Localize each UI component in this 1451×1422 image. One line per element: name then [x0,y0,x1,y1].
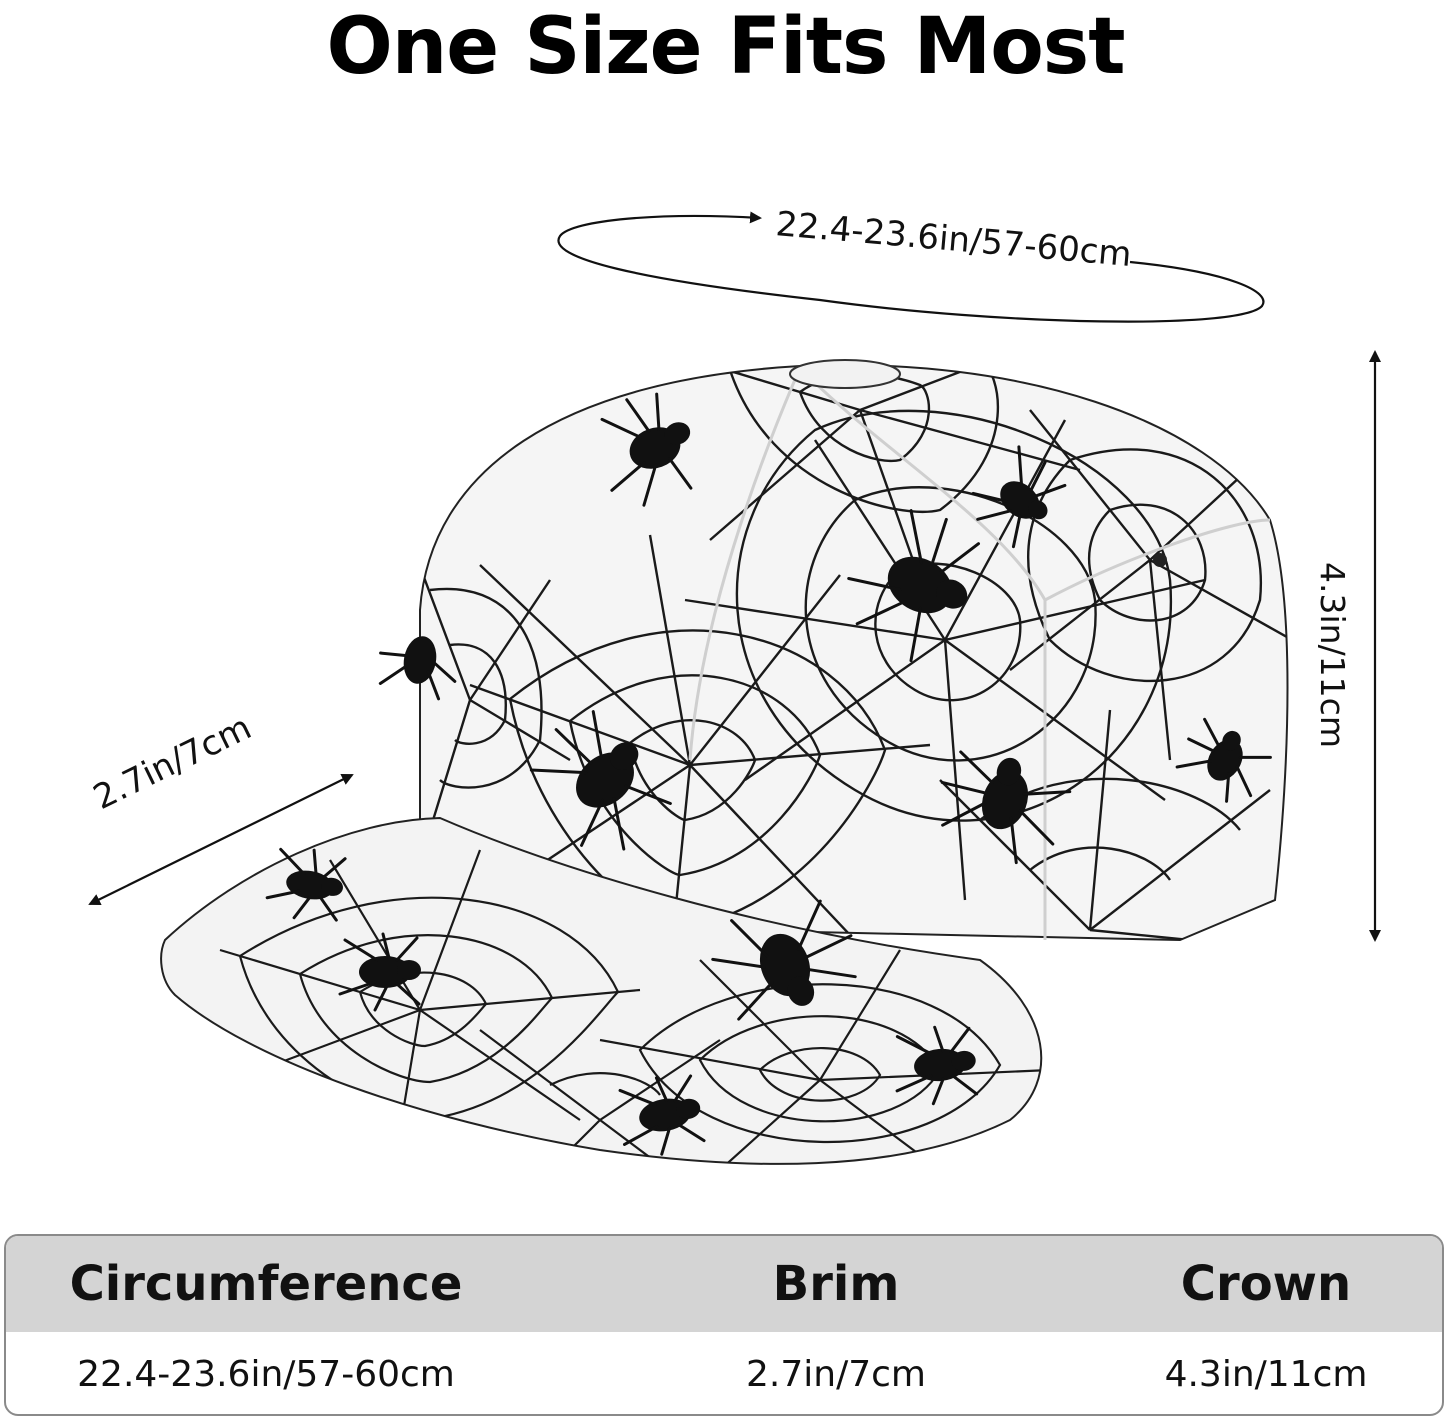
header-crown: Crown [1180,1256,1352,1312]
size-table-row: 22.4-23.6in/57-60cm 2.7in/7cm 4.3in/11cm [6,1332,1442,1414]
value-circumference: 22.4-23.6in/57-60cm [77,1353,455,1395]
brim-length-arrow [88,774,354,905]
circumference-indicator [557,211,1265,323]
size-table-header: Circumference Brim Crown [6,1236,1442,1332]
header-brim: Brim [772,1256,900,1312]
cap-crown [419,359,1289,942]
crown-label: 4.3in/11cm [1313,562,1352,748]
page-title: One Size Fits Most [326,2,1125,92]
value-brim: 2.7in/7cm [746,1353,926,1395]
cap-illustration [88,211,1381,1165]
value-crown: 4.3in/11cm [1164,1353,1368,1395]
size-table: Circumference Brim Crown 22.4-23.6in/57-… [4,1234,1444,1416]
header-circumference: Circumference [69,1256,463,1312]
spider-prints [265,392,1272,1156]
